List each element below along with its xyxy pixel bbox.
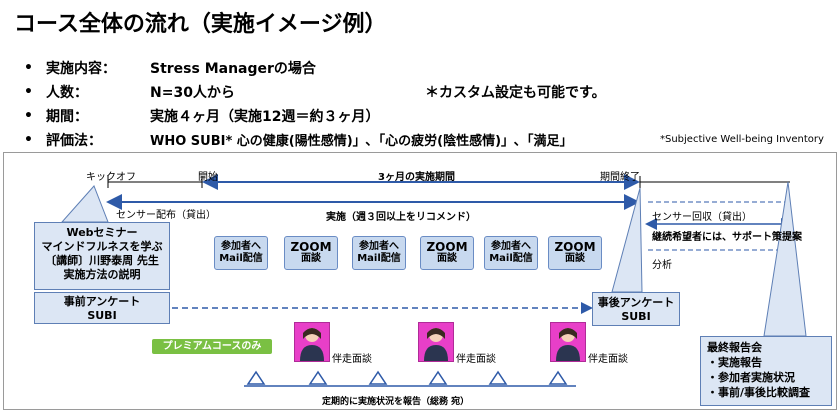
pill-line: ZOOM — [426, 240, 468, 254]
accompany-label: 伴走面談 — [332, 354, 372, 365]
row-label-content: 実施内容： — [46, 61, 116, 77]
label-support: 継続希望者には、サポート策提案 — [652, 232, 802, 243]
person-icon — [418, 322, 454, 362]
webinar-line: Webセミナー — [66, 226, 138, 239]
bullet-4: • — [24, 132, 33, 148]
pill-line: 参加者へ — [221, 241, 261, 252]
person-icon — [550, 322, 586, 362]
webinar-line: 実施方法の説明 — [63, 268, 141, 281]
label-start: 開始 — [198, 172, 218, 183]
label-sensor-out: センサー配布（貸出） — [116, 210, 216, 221]
pre-survey-line: SUBI — [87, 309, 117, 322]
label-analysis: 分析 — [652, 260, 672, 271]
pill-line: 面談 — [565, 253, 585, 264]
bullet-3: • — [24, 108, 33, 124]
report-marker — [368, 370, 388, 385]
webinar-line: 〔講師〕川野泰周 先生 — [45, 254, 159, 267]
pill-line: Mail配信 — [219, 253, 263, 264]
row-value-period: 実施４ヶ月（実施12週＝約３ヶ月） — [150, 109, 380, 125]
premium-badge: プレミアムコースのみ — [152, 339, 272, 354]
pill-line: ZOOM — [554, 240, 596, 254]
final-report-box: 最終報告会 ・実施報告 ・参加者実施状況 ・事前/事後比較調査 — [700, 336, 832, 406]
label-implementation: 実施（週３回以上をリコメンド） — [326, 212, 476, 223]
row-label-period: 期間： — [46, 109, 88, 125]
webinar-pointer — [60, 185, 109, 223]
post-survey-box: 事後アンケート SUBI — [592, 292, 680, 326]
mail-pill: 参加者へ Mail配信 — [214, 236, 268, 270]
label-kickoff: キックオフ — [86, 172, 136, 183]
mail-pill: 参加者へ Mail配信 — [352, 236, 406, 270]
person-icon — [294, 322, 330, 362]
final-report-title: 最終報告会 — [707, 341, 762, 354]
webinar-line: マインドフルネスを学ぶ — [41, 240, 163, 253]
post-survey-line: 事後アンケート — [597, 296, 675, 309]
accompany-label: 伴走面談 — [456, 354, 496, 365]
zoom-pill: ZOOM 面談 — [420, 236, 474, 270]
report-marker — [488, 370, 508, 385]
bullet-2: • — [24, 84, 33, 100]
report-note: 定期的に実施状況を報告（総務 宛） — [322, 397, 470, 407]
diagram-panel — [3, 152, 837, 410]
final-report-item: ・事前/事後比較調査 — [707, 386, 811, 399]
row-label-people: 人数： — [46, 85, 88, 101]
post-survey-line: SUBI — [621, 310, 651, 323]
report-marker — [548, 370, 568, 385]
pre-survey-box: 事前アンケート SUBI — [34, 292, 170, 324]
row-value-content: Stress Managerの場合 — [150, 61, 316, 77]
report-marker — [428, 370, 448, 385]
row-value-people: N=30人から — [150, 85, 235, 101]
pill-line: 参加者へ — [491, 241, 531, 252]
pre-survey-line: 事前アンケート — [63, 295, 141, 308]
zoom-pill: ZOOM 面談 — [548, 236, 602, 270]
row-note-custom: ＊カスタム設定も可能です。 — [425, 85, 606, 101]
label-period: 3ヶ月の実施期間 — [378, 172, 455, 183]
accompany-label: 伴走面談 — [588, 354, 628, 365]
webinar-callout: Webセミナー マインドフルネスを学ぶ 〔講師〕川野泰周 先生 実施方法の説明 — [34, 222, 170, 290]
pill-line: Mail配信 — [357, 253, 401, 264]
post-survey-pointer — [611, 187, 643, 293]
report-marker — [246, 370, 266, 385]
mail-pill: 参加者へ Mail配信 — [484, 236, 538, 270]
page-title: コース全体の流れ（実施イメージ例） — [14, 12, 387, 37]
final-report-pointer — [763, 181, 807, 337]
label-sensor-return: センサー回収（貸出） — [652, 212, 752, 223]
pill-line: Mail配信 — [489, 253, 533, 264]
final-report-item: ・実施報告 — [707, 356, 762, 369]
pill-line: ZOOM — [290, 240, 332, 254]
zoom-pill: ZOOM 面談 — [284, 236, 338, 270]
row-note-subi: *Subjective Well-being Inventory — [660, 134, 824, 145]
pill-line: 面談 — [437, 253, 457, 264]
row-value-eval: WHO SUBI* 心の健康(陽性感情)」､「心の疲労(陰性感情)」､「満足」 — [150, 134, 573, 149]
bullet-1: • — [24, 60, 33, 76]
report-marker — [308, 370, 328, 385]
row-label-eval: 評価法： — [46, 133, 102, 149]
pill-line: 面談 — [301, 253, 321, 264]
label-end: 期間終了 — [600, 172, 640, 183]
pill-line: 参加者へ — [359, 241, 399, 252]
final-report-item: ・参加者実施状況 — [707, 371, 795, 384]
